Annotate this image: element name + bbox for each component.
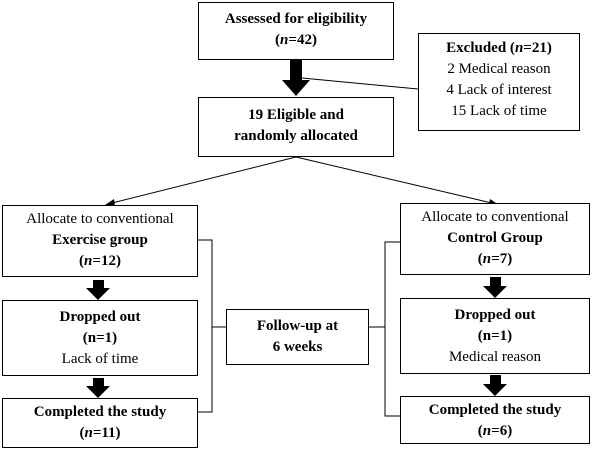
exercise-group-box: Allocate to conventional Exercise group … [2,205,198,277]
dropped-control-box: Dropped out (n=1) Medical reason [400,298,590,374]
completed-count: (n=6) [477,423,513,439]
exercise-allocate-text: Allocate to conventional [26,211,174,227]
eligible-box: 19 Eligible and randomly allocated [198,97,394,157]
followup-line1: Follow-up at [256,318,339,334]
dropped-exercise-box: Dropped out (n=1) Lack of time [2,300,198,376]
dropped-title: Dropped out [59,309,141,325]
arrow-dropped-to-completed-control [483,375,507,396]
exercise-count: (n=12) [79,253,121,269]
eligible-line2: randomly allocated [234,128,358,144]
arrow-exercise-to-dropped [86,280,110,300]
completed-control-box: Completed the study (n=6) [400,396,590,444]
exercise-group-label: Exercise group [52,232,148,248]
arrow-to-control [295,156,497,205]
followup-line2: 6 weeks [272,339,323,355]
control-count: (n=7) [477,251,513,267]
completed-title: Completed the study [428,402,562,418]
control-group-box: Allocate to conventional Control Group (… [400,203,590,275]
assessed-count: (n=42) [275,32,317,48]
dropped-count: (n=1) [477,328,513,344]
control-group-label: Control Group [447,230,543,246]
arrow-to-exercise [107,156,297,205]
arrow-control-to-dropped [483,277,507,298]
dropped-reason: Medical reason [448,349,542,365]
assessed-box: Assessed for eligibility (n=42) [198,2,394,60]
eligible-line1: 19 Eligible and [248,107,344,123]
dropped-count: (n=1) [82,330,118,346]
excluded-reason: 4 Lack of interest [446,82,552,98]
dropped-reason: Lack of time [61,351,139,367]
control-allocate-text: Allocate to conventional [421,209,569,225]
completed-exercise-box: Completed the study (n=11) [2,398,198,448]
completed-title: Completed the study [33,404,167,420]
completed-count: (n=11) [79,425,121,441]
followup-bracket-right [384,241,400,417]
excluded-box: Excluded (n=21) 2 Medical reason 4 Lack … [418,33,580,131]
followup-bracket-left [198,239,213,413]
excluded-reason: 15 Lack of time [451,103,547,119]
excluded-title: Excluded (n=21) [446,40,552,56]
line-to-excluded [301,77,419,90]
excluded-reason: 2 Medical reason [447,61,551,77]
arrow-dropped-to-completed-exercise [86,378,110,398]
arrow-assessed-to-eligible [282,60,310,96]
assessed-title: Assessed for eligibility [224,11,368,27]
dropped-title: Dropped out [454,307,536,323]
followup-box: Follow-up at 6 weeks [226,309,369,365]
